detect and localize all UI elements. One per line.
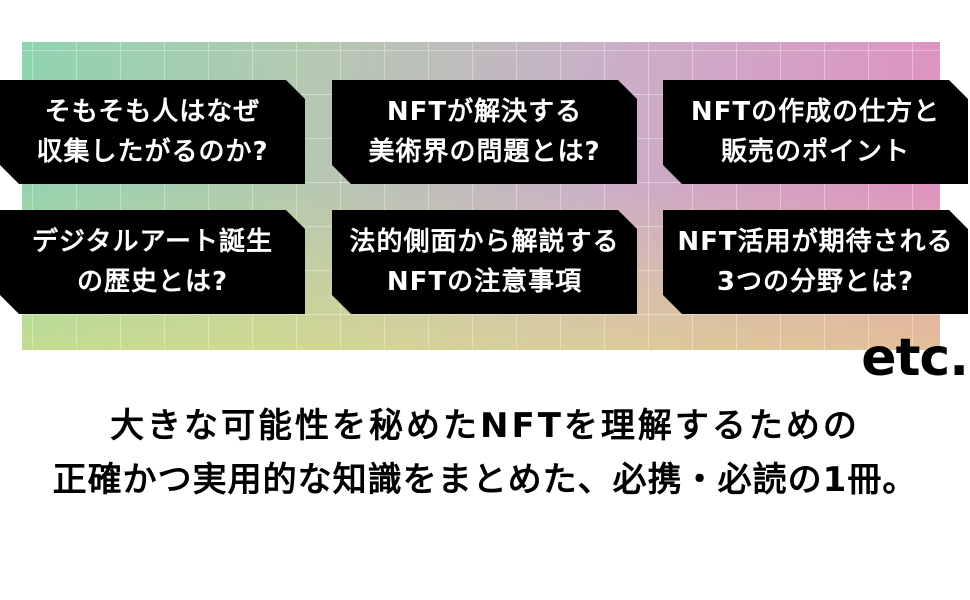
topic-card-4-line-2: の歴史とは?: [76, 267, 229, 297]
topic-card-4: デジタルアート誕生 の歴史とは?: [0, 210, 305, 314]
topic-card-2-line-2: 美術界の問題とは?: [368, 137, 601, 167]
topic-card-3-line-1: NFTの作成の仕方と: [690, 97, 941, 127]
topic-card-2-line-1: NFTが解決する: [386, 97, 583, 127]
summary-line-2: 正確かつ実用的な知識をまとめた、必携・必読の1冊。: [52, 460, 918, 500]
topic-card-1-line-2: 収集したがるのか?: [36, 137, 269, 167]
summary-line-1: 大きな可能性を秘めたNFTを理解するための: [110, 406, 860, 446]
topic-card-2: NFTが解決する 美術界の問題とは?: [332, 80, 637, 184]
topic-card-5-line-1: 法的側面から解説する: [349, 227, 620, 257]
topic-card-5: 法的側面から解説する NFTの注意事項: [332, 210, 637, 314]
etc-label: etc.: [861, 328, 969, 388]
topic-card-6-line-2: 3つの分野とは?: [716, 267, 915, 297]
topic-card-6: NFT活用が期待される 3つの分野とは?: [663, 210, 968, 314]
topic-card-3: NFTの作成の仕方と 販売のポイント: [663, 80, 968, 184]
topic-card-1: そもそも人はなぜ 収集したがるのか?: [0, 80, 305, 184]
topic-card-4-line-1: デジタルアート誕生: [32, 227, 273, 257]
topic-card-5-line-2: NFTの注意事項: [386, 267, 583, 297]
topic-card-1-line-1: そもそも人はなぜ: [44, 97, 261, 127]
topic-card-3-line-2: 販売のポイント: [720, 137, 910, 167]
topic-card-6-line-1: NFT活用が期待される: [677, 227, 954, 257]
